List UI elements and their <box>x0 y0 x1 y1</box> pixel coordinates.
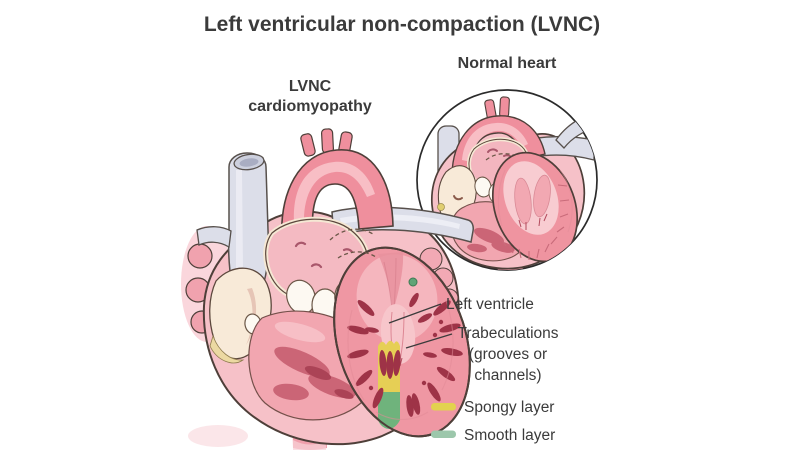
aorta <box>280 128 394 243</box>
inset-aorta <box>451 96 546 177</box>
trabeculations-leader-line <box>405 333 453 349</box>
smooth-layer-band <box>378 392 400 429</box>
soft-shadow <box>188 425 248 447</box>
normal-heart-inset <box>416 89 598 271</box>
inset-epicardial-fat-dot <box>437 203 445 211</box>
spongy-layer-swatch <box>431 403 456 411</box>
lvnc-label-line1: LVNC <box>289 78 332 95</box>
trabeculations-callout-line1: Trabeculations <box>457 325 558 342</box>
normal-heart-illustration <box>431 96 597 270</box>
left-ventricle-callout: Left ventricle <box>446 296 534 313</box>
lvnc-heart-illustration <box>181 128 474 450</box>
callout-leader-lines <box>388 303 453 349</box>
legend: Spongy layer Smooth layer <box>431 399 555 444</box>
inset-left-ventricle <box>491 151 579 263</box>
normal-heart-label: Normal heart <box>458 55 557 72</box>
valve-plane-dashes <box>329 228 377 259</box>
legend-item-smooth: Smooth layer <box>431 427 555 444</box>
legend-item-spongy: Spongy layer <box>431 399 554 416</box>
lvnc-label-line2: cardiomyopathy <box>248 98 372 115</box>
trabeculation-slits <box>347 292 463 417</box>
vena-cava <box>227 152 270 287</box>
innominate-vein <box>196 226 232 249</box>
smooth-layer-label: Smooth layer <box>464 427 555 444</box>
page-title: Left ventricular non-compaction (LVNC) <box>204 13 600 36</box>
smooth-layer-swatch <box>431 430 456 438</box>
trabeculations-callout-line2: (grooves or <box>469 346 547 363</box>
left-ventricle-leader-line <box>388 303 442 324</box>
spongy-layer-label: Spongy layer <box>464 399 554 416</box>
trabeculations-callout-line3: channels) <box>474 367 541 384</box>
epicardial-green-dot <box>408 277 418 287</box>
